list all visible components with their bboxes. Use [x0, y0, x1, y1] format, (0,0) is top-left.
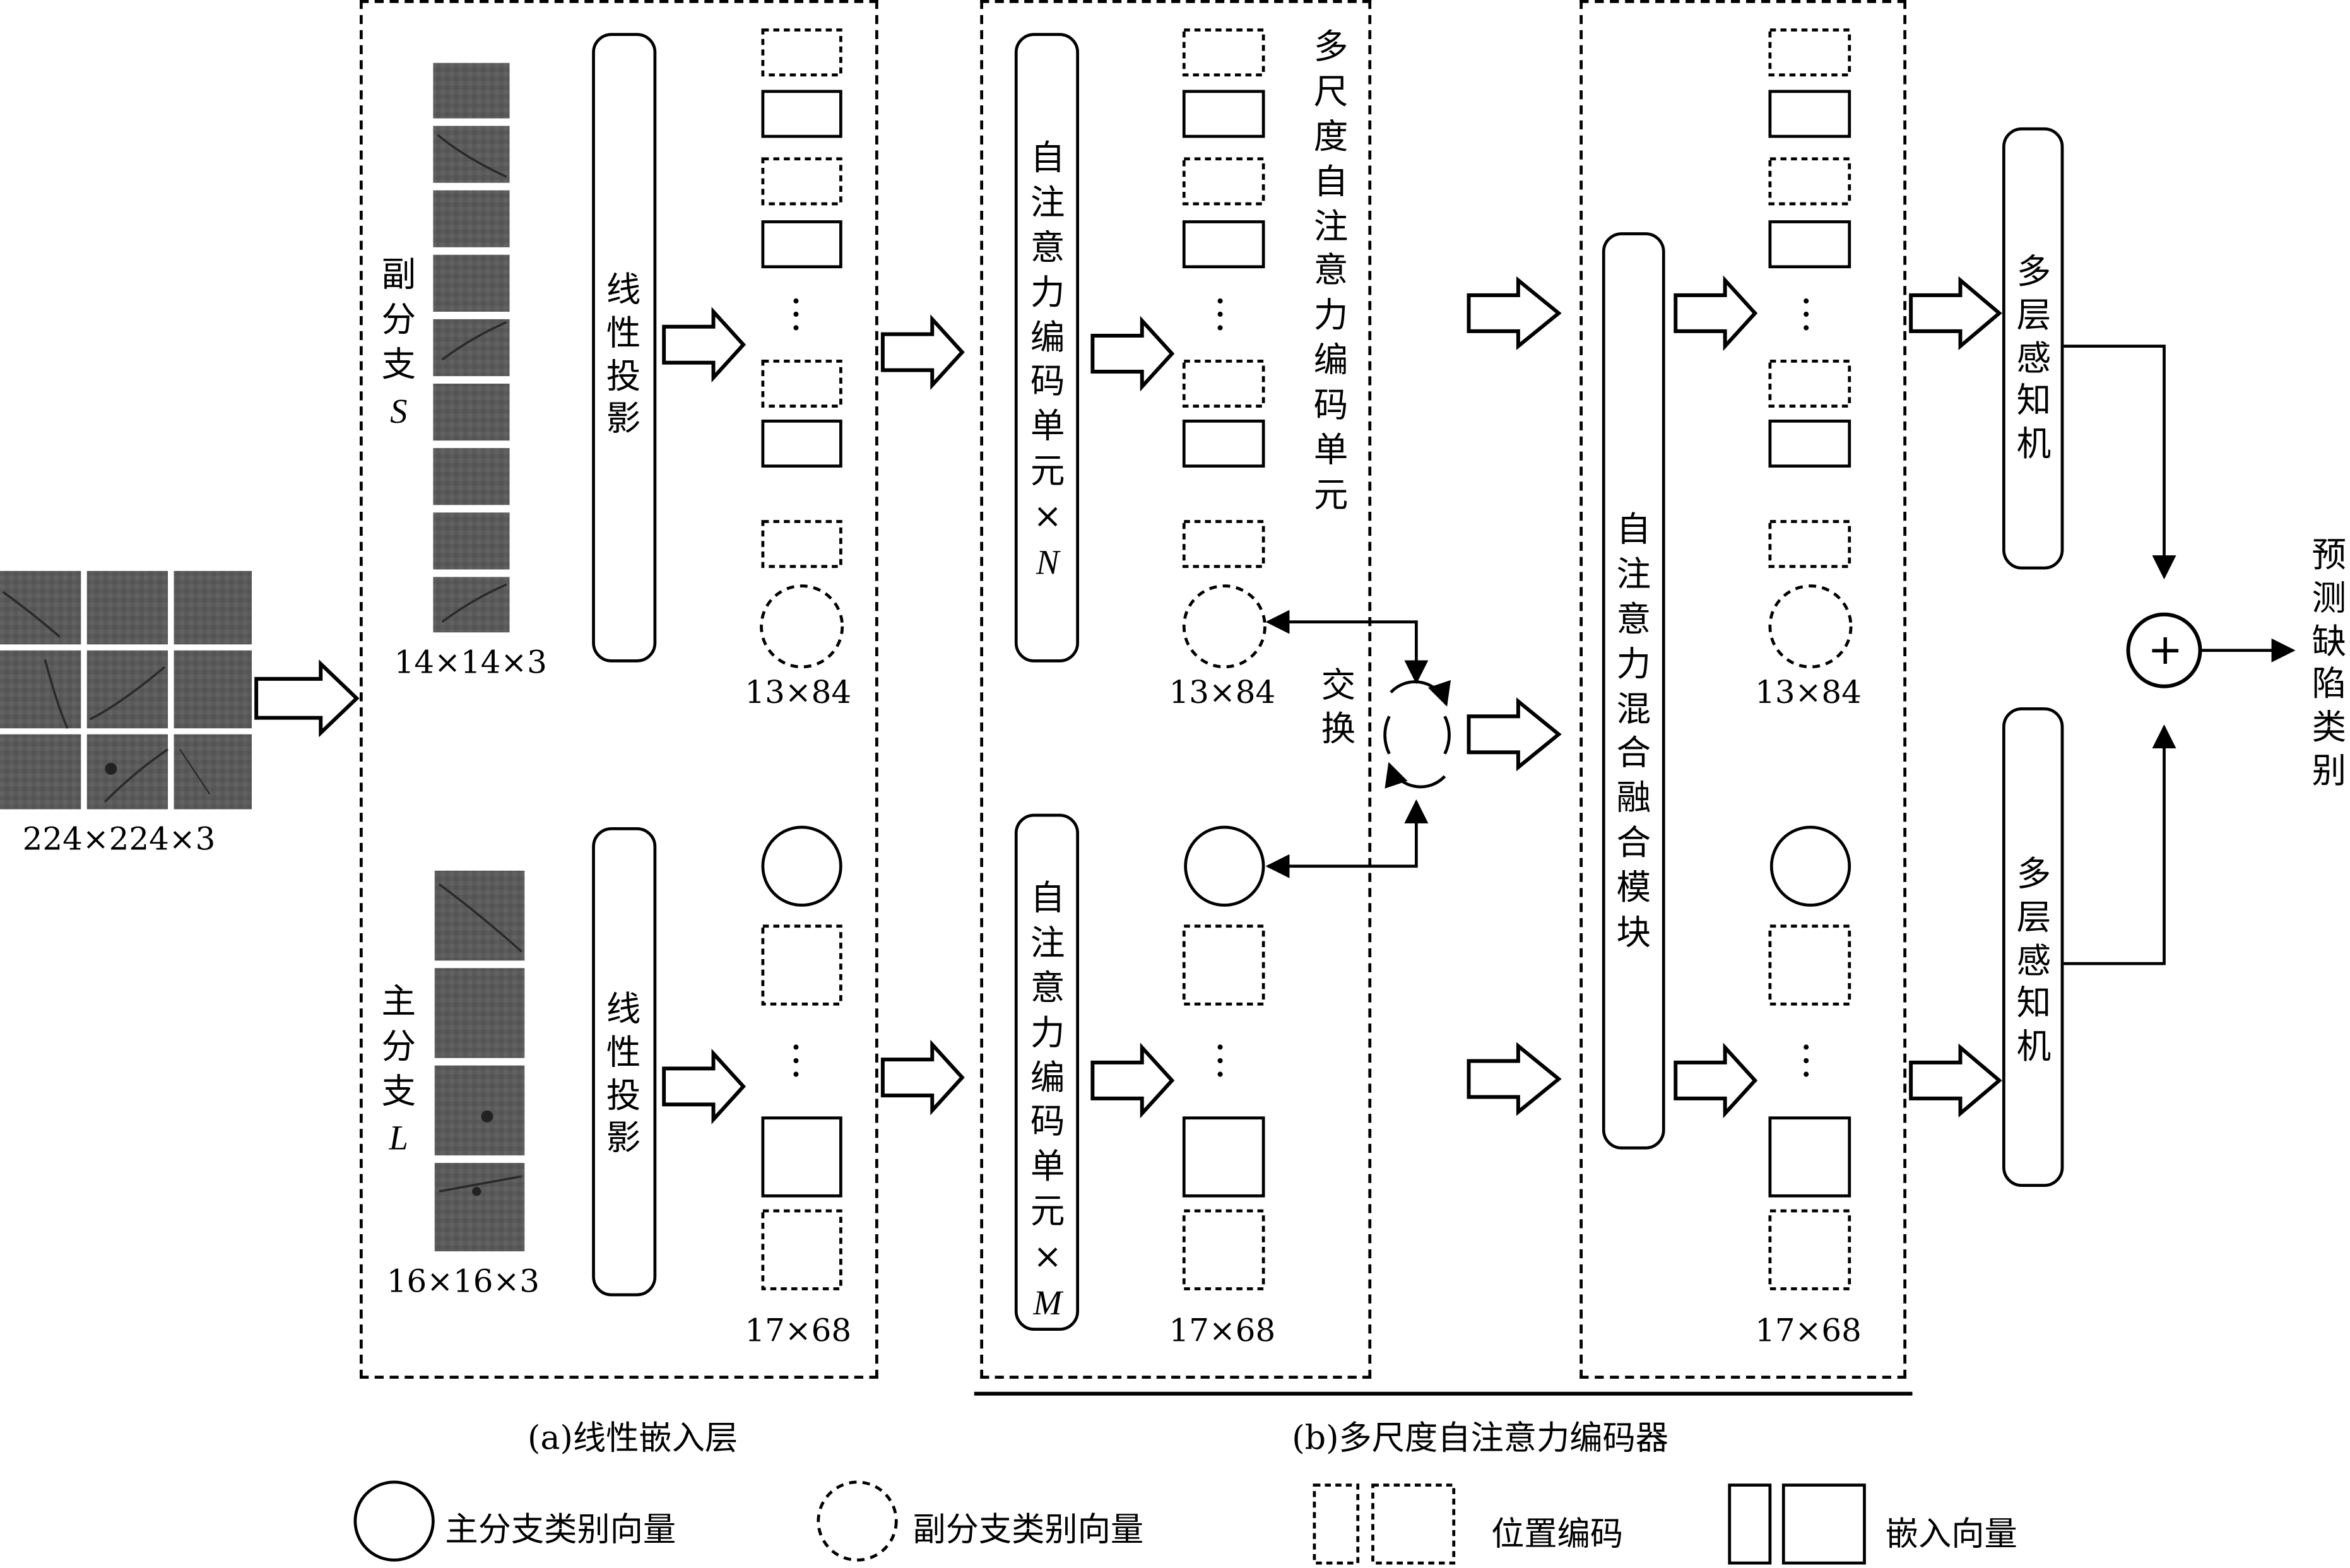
b-main-ellipsis: ...	[1213, 1014, 1227, 1087]
sub-encoder-count: N	[1036, 544, 1060, 582]
a-main-ellipsis: ...	[789, 1014, 803, 1087]
main-encoder-count: M	[1033, 1284, 1062, 1322]
token-column-a	[760, 28, 844, 1290]
arrow-fusion-sub	[1674, 275, 1758, 351]
exchange-label: 交换	[1321, 666, 1356, 749]
b-main-tokens-label: 17×68	[1169, 1312, 1276, 1349]
a-sub-tokens-label: 13×84	[745, 674, 852, 710]
main-patch-size-label: 16×16×3	[386, 1263, 540, 1300]
legend-shapes	[353, 1480, 1866, 1565]
main-projection-block	[592, 827, 657, 1297]
multiscale-unit-group	[980, 0, 1372, 1379]
main-branch-patches	[434, 870, 525, 1252]
b-sub-ellipsis: ...	[1213, 268, 1227, 341]
main-encoder-text: 自注意力编码单元×	[1030, 880, 1065, 1277]
arrow-sub-projection	[662, 307, 747, 383]
mlp-bottom-block	[2002, 707, 2064, 1187]
caption-b: (b)多尺度自注意力编码器	[1292, 1420, 1668, 1458]
legend-sub-class-label: 副分支类别向量	[912, 1512, 1144, 1550]
arrow-encoder-main	[1090, 1042, 1175, 1119]
output-label: 预测缺陷类别	[2312, 536, 2347, 791]
arrow-to-fusion-bottom	[1467, 1042, 1562, 1116]
main-branch-text: 主分支	[381, 983, 416, 1112]
legend-embedding-icon-wide	[1781, 1483, 1866, 1565]
a-main-tokens-label: 17×68	[745, 1312, 852, 1349]
sub-branch-text: 副分支	[381, 256, 416, 385]
main-projection-label: 线性投影	[606, 990, 641, 1159]
sum-symbol: +	[2147, 625, 2183, 675]
legend-embedding-label: 嵌入向量	[1885, 1516, 2017, 1554]
sub-encoder-block	[1014, 33, 1079, 663]
sub-patch-size-label: 14×14×3	[394, 644, 547, 681]
sub-projection-label: 线性投影	[606, 271, 641, 440]
a-sub-ellipsis: ...	[789, 268, 803, 341]
legend-sub-class-icon	[817, 1480, 898, 1562]
arrow-to-mlp-bottom	[1909, 1043, 2002, 1118]
main-encoder-label: 自注意力编码单元× M	[1027, 878, 1069, 1328]
arrow-a-to-b-main	[880, 1039, 965, 1116]
b-sub-tokens-label: 13×84	[1169, 674, 1276, 710]
arrow-fusion-main	[1674, 1042, 1758, 1119]
c-main-tokens-label: 17×68	[1755, 1312, 1862, 1349]
multiscale-unit-label: 多尺度自注意力编码单元	[1313, 28, 1349, 516]
legend-main-class-icon	[353, 1480, 435, 1562]
fusion-group	[1579, 0, 1906, 1379]
arrow-image-to-embedding	[254, 659, 360, 738]
legend-embedding-icon-narrow	[1728, 1483, 1772, 1565]
token-column-c	[1768, 28, 1853, 1290]
token-column-b	[1182, 28, 1267, 1290]
sum-node	[2126, 612, 2202, 688]
sub-branch-patches	[433, 62, 510, 633]
exchange-connectors	[1265, 610, 1451, 878]
sum-connectors	[2064, 345, 2296, 965]
c-sub-ellipsis: ...	[1800, 268, 1813, 341]
main-branch-symbol: L	[389, 1119, 408, 1157]
arrow-a-to-b-sub	[880, 314, 965, 391]
fusion-block	[1602, 232, 1665, 1150]
image-size-label: 224×224×3	[22, 821, 216, 858]
arrow-to-fusion-top	[1467, 276, 1562, 350]
mlp-top-block	[2002, 127, 2064, 570]
sub-branch-symbol: S	[390, 392, 408, 430]
arrow-exchange-to-fusion	[1467, 697, 1562, 772]
mlp-top-label: 多层感知机	[2016, 253, 2052, 465]
legend-position-label: 位置编码	[1491, 1516, 1624, 1554]
legend-main-class-label: 主分支类别向量	[445, 1512, 676, 1550]
sub-encoder-text: 自注意力编码单元×	[1030, 139, 1065, 537]
c-sub-tokens-label: 13×84	[1755, 674, 1862, 710]
linear-embedding-group	[360, 0, 878, 1379]
c-main-ellipsis: ...	[1800, 1014, 1813, 1087]
sub-branch-label: 副分支 S	[378, 255, 420, 435]
main-branch-label: 主分支 L	[378, 982, 420, 1162]
caption-a: (a)线性嵌入层	[528, 1420, 738, 1458]
sub-projection-block	[592, 33, 657, 663]
arrow-to-mlp-top	[1909, 276, 2002, 351]
legend-position-icon-wide	[1371, 1483, 1456, 1565]
legend-position-icon-narrow	[1313, 1483, 1360, 1565]
arrow-main-projection	[662, 1048, 747, 1124]
arrow-encoder-sub	[1090, 315, 1175, 392]
input-image	[0, 570, 252, 810]
fusion-label: 自注意力混合融合模块	[1616, 510, 1651, 953]
sub-encoder-label: 自注意力编码单元× N	[1027, 138, 1069, 587]
main-encoder-block	[1014, 813, 1079, 1331]
mlp-bottom-label: 多层感知机	[2016, 856, 2052, 1067]
